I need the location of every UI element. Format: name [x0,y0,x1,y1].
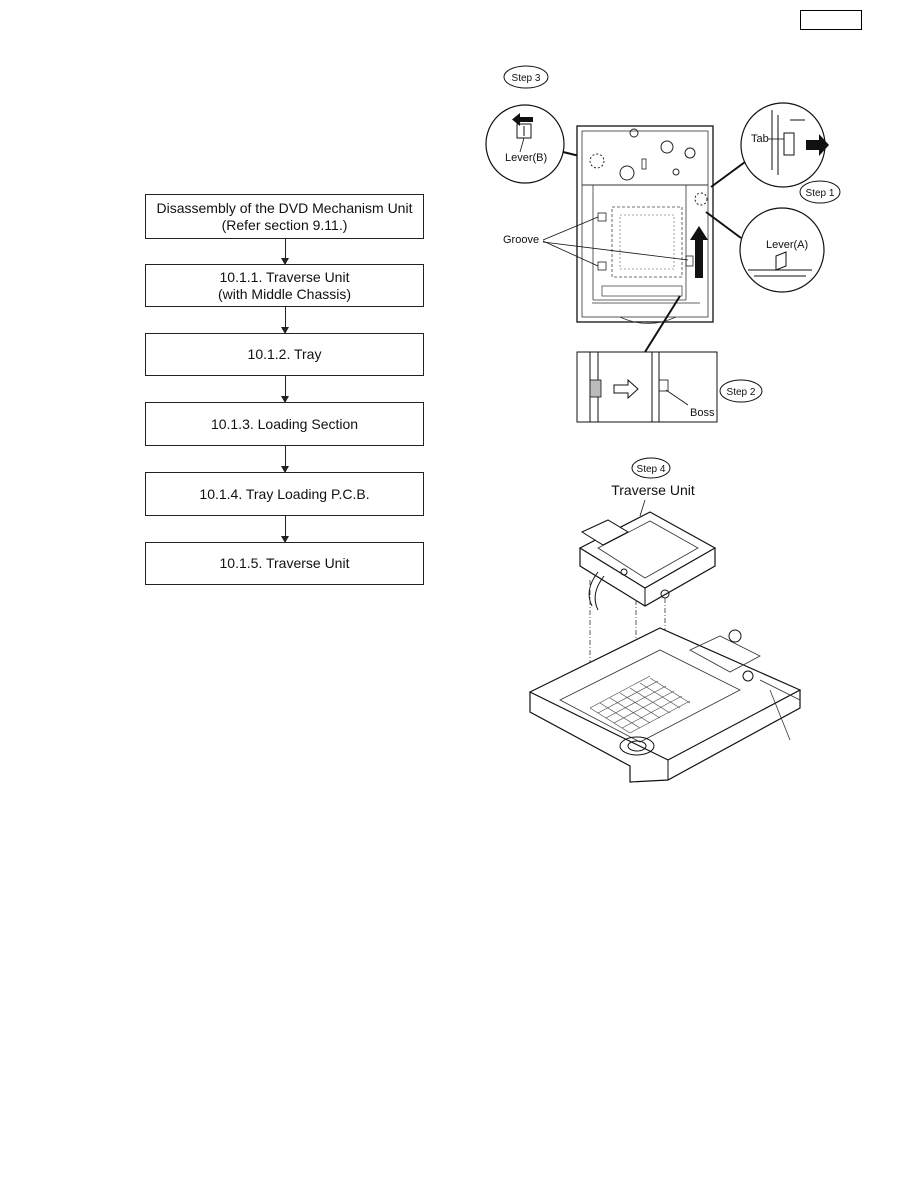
arrow-right-icon [806,134,829,156]
boss-label: Boss [690,407,715,419]
flow-step-line: 10.1.4. Tray Loading P.C.B. [199,485,370,502]
arrow-left-icon [512,113,533,126]
step3-label: Step 3 [512,73,541,84]
flow-step-line: 10.1.1. Traverse Unit [219,268,350,285]
step2-oval [719,379,763,403]
step1-oval [799,180,841,204]
flow-arrow [281,239,289,265]
step4-oval [631,457,671,479]
flow-step-loading-section: 10.1.3. Loading Section [145,402,424,446]
lever-b-label: Lever(B) [505,152,547,164]
step1-label: Step 1 [806,188,835,199]
arrow-right-outline-icon [613,378,639,400]
flow-step-disassembly-dvd-mechanism: Disassembly of the DVD Mechanism Unit (R… [145,194,424,239]
lever-a-label: Lever(A) [766,239,808,251]
flow-step-line: 10.1.5. Traverse Unit [219,555,350,571]
flow-step-line: 10.1.2. Tray [247,346,322,362]
dvd-mechanism-chassis [576,125,714,324]
flow-step-traverse-unit: 10.1.5. Traverse Unit [145,542,424,585]
flow-arrow [281,307,289,334]
step2-label: Step 2 [727,387,756,398]
flow-step-subline: (Refer section 9.11.) [221,216,348,233]
flow-arrow [281,516,289,543]
tab-label: Tab [751,133,769,145]
page-number-box [800,10,862,30]
arrow-up-icon [690,226,708,278]
lever-a-part [775,251,787,271]
lever-a-detail-circle [739,207,825,293]
flow-step-tray-loading-pcb: 10.1.4. Tray Loading P.C.B. [145,472,424,516]
flow-step-traverse-unit-middle-chassis: 10.1.1. Traverse Unit (with Middle Chass… [145,264,424,307]
traverse-unit-label: Traverse Unit [611,482,695,498]
flow-step-line: Disassembly of the DVD Mechanism Unit [156,199,413,216]
step4-label: Step 4 [637,464,666,475]
step3-oval [503,65,549,89]
groove-label: Groove [503,234,539,246]
flow-arrow [281,376,289,403]
flow-step-tray: 10.1.2. Tray [145,333,424,376]
traverse-unit-drawing [578,511,717,611]
lever-b-detail-circle [485,104,565,184]
flow-arrow [281,446,289,473]
flow-step-subline: (with Middle Chassis) [217,285,352,302]
mechanism-base-drawing [528,627,802,783]
flow-step-line: 10.1.3. Loading Section [210,415,359,432]
